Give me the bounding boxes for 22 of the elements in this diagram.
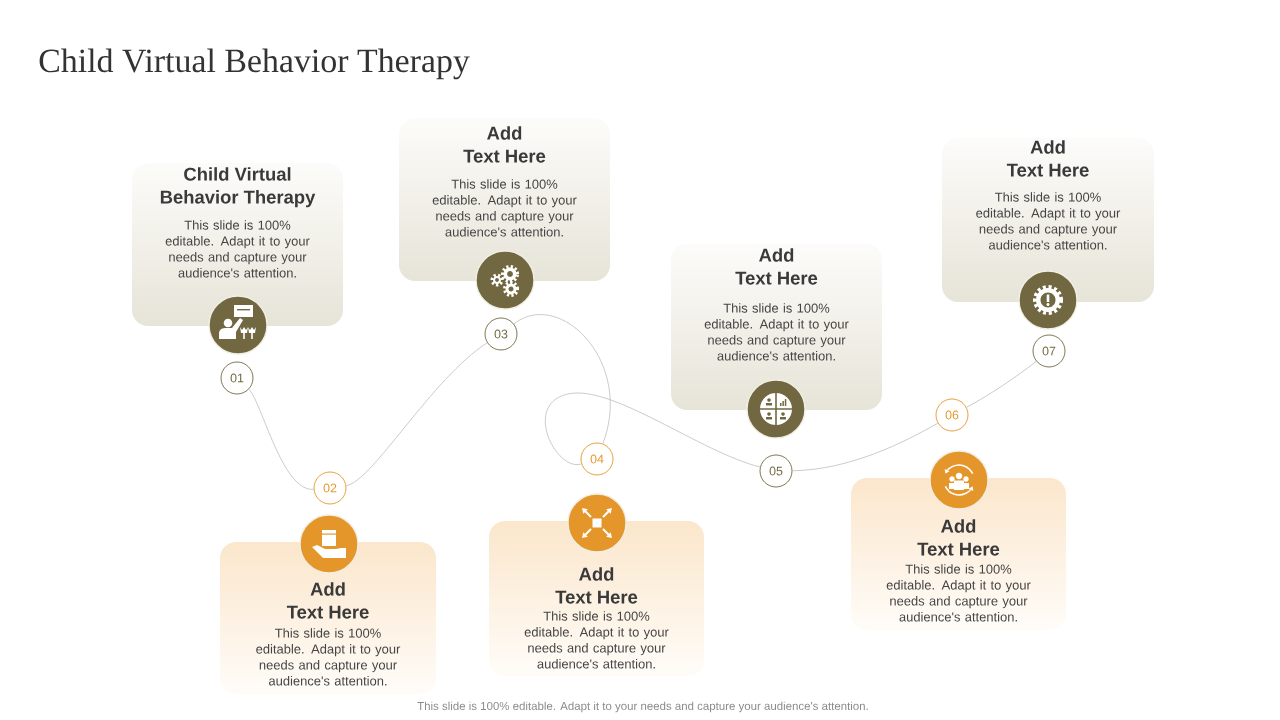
card-text: This slide is 100% editable. Adapt it to your needs and capture your audience's attention.: [256, 628, 401, 686]
connector-curve: [792, 422, 939, 472]
card-heading: Add Text Here: [555, 567, 638, 604]
card-text: This slide is 100% editable. Adapt it to your needs and capture your audience's attention.: [886, 564, 1031, 622]
card-text: This slide is 100% editable. Adapt it to your needs and capture your audience's attention.: [524, 611, 669, 669]
card-heading: Add Text Here: [917, 519, 1000, 556]
footer-note: This slide is 100% editable. Adapt it to your needs and capture your audience's attention.: [417, 701, 868, 713]
card-text: This slide is 100% editable. Adapt it to your needs and capture your audience's attention.: [976, 192, 1121, 250]
title: Child Virtual Behavior Therapy: [39, 48, 470, 80]
card-heading: Add Text Here: [1006, 140, 1089, 177]
connector-curve: [545, 392, 761, 468]
connector-curve: [345, 342, 488, 487]
card-heading: Add Text Here: [286, 582, 369, 619]
card-text: This slide is 100% editable. Adapt it to your needs and capture your audience's attention.: [704, 303, 849, 361]
card-heading: Child Virtual Behavior Therapy: [160, 167, 316, 208]
connector-curve: [248, 389, 314, 490]
card-heading: Add Text Here: [735, 248, 818, 285]
card-text: This slide is 100% editable. Adapt it to your needs and capture your audience's attention.: [432, 179, 577, 237]
connector-curve: [513, 314, 611, 444]
card-text: This slide is 100% editable. Adapt it to your needs and capture your audience's attention.: [165, 220, 310, 278]
card-heading: Add Text Here: [463, 126, 546, 163]
connector-curve: [966, 360, 1037, 408]
